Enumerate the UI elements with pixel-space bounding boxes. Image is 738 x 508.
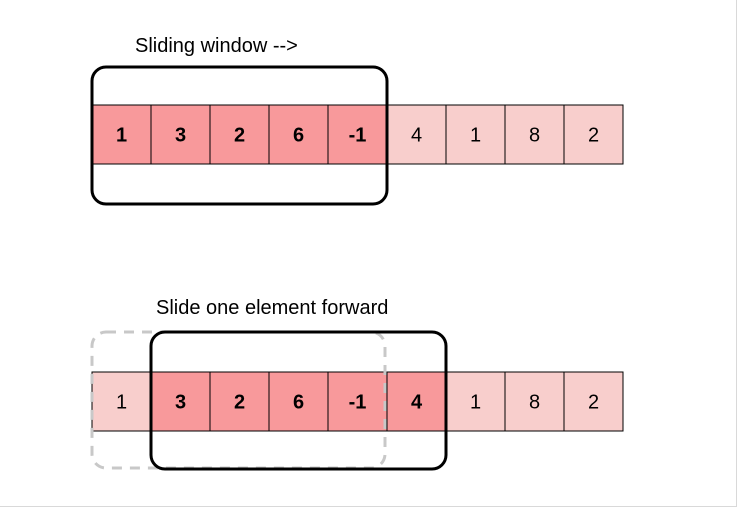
cell-value: 4 [411,392,423,414]
array-cell: 2 [209,104,270,165]
cell-bg [563,104,624,165]
highlighted-cell-bg [209,371,270,432]
cell-value: 4 [411,125,422,147]
highlighted-cell-bg [386,371,447,432]
cell-bg [91,371,152,432]
array-cell: 3 [150,371,211,432]
cell-value: 3 [175,125,186,147]
cell-bg [563,371,624,432]
sliding-window-box [90,65,389,206]
cell-value: 8 [529,392,540,414]
array-cell: 1 [445,371,506,432]
cell-value: 8 [529,125,540,147]
cell-value: 6 [293,392,304,414]
highlighted-cell-bg [91,104,152,165]
cell-bg [504,104,565,165]
highlighted-cell-bg [327,371,388,432]
array-cell: 6 [268,104,329,165]
next-window-box [149,330,448,471]
bottom-array: 1 3 2 6 -1 4 1 8 2 [91,371,624,432]
top-array: 1 3 2 6 -1 4 1 8 2 [91,104,624,165]
cell-value: 1 [116,392,127,414]
cell-value: 3 [175,392,186,414]
array-cell: 6 [268,371,329,432]
array-cell: 8 [504,371,565,432]
cell-value: 1 [470,125,481,147]
array-cell: 4 [386,371,447,432]
cell-bg [504,371,565,432]
array-cell: 1 [91,371,152,432]
cell-value: 2 [588,392,599,414]
highlighted-cell-bg [268,104,329,165]
array-cell: 2 [209,371,270,432]
array-cell: 8 [504,104,565,165]
highlighted-cell-bg [209,104,270,165]
array-cell: 2 [563,371,624,432]
array-cell: 4 [386,104,447,165]
array-cell: 2 [563,104,624,165]
highlighted-cell-bg [150,371,211,432]
cell-value: -1 [349,125,367,147]
cell-value: 6 [293,125,304,147]
array-cell: 1 [91,104,152,165]
cell-bg [445,104,506,165]
array-cell: 1 [445,104,506,165]
array-cell: 3 [150,104,211,165]
array-cell: -1 [327,371,388,432]
cell-value: 1 [470,392,481,414]
bottom-section: Slide one element forward 1 3 2 6 -1 4 1 8 2 [90,297,624,471]
cell-value: 1 [116,125,127,147]
cell-value: 2 [234,125,245,147]
cell-value: -1 [349,392,367,414]
top-section: Sliding window --> 1 3 2 6 -1 4 1 8 2 [90,35,624,206]
cell-value: 2 [588,125,599,147]
top-caption: Sliding window --> [135,35,298,57]
cell-value: 2 [234,392,245,414]
highlighted-cell-bg [150,104,211,165]
array-cell: -1 [327,104,388,165]
highlighted-cell-bg [268,371,329,432]
bottom-caption: Slide one element forward [156,297,388,319]
cell-bg [386,104,447,165]
